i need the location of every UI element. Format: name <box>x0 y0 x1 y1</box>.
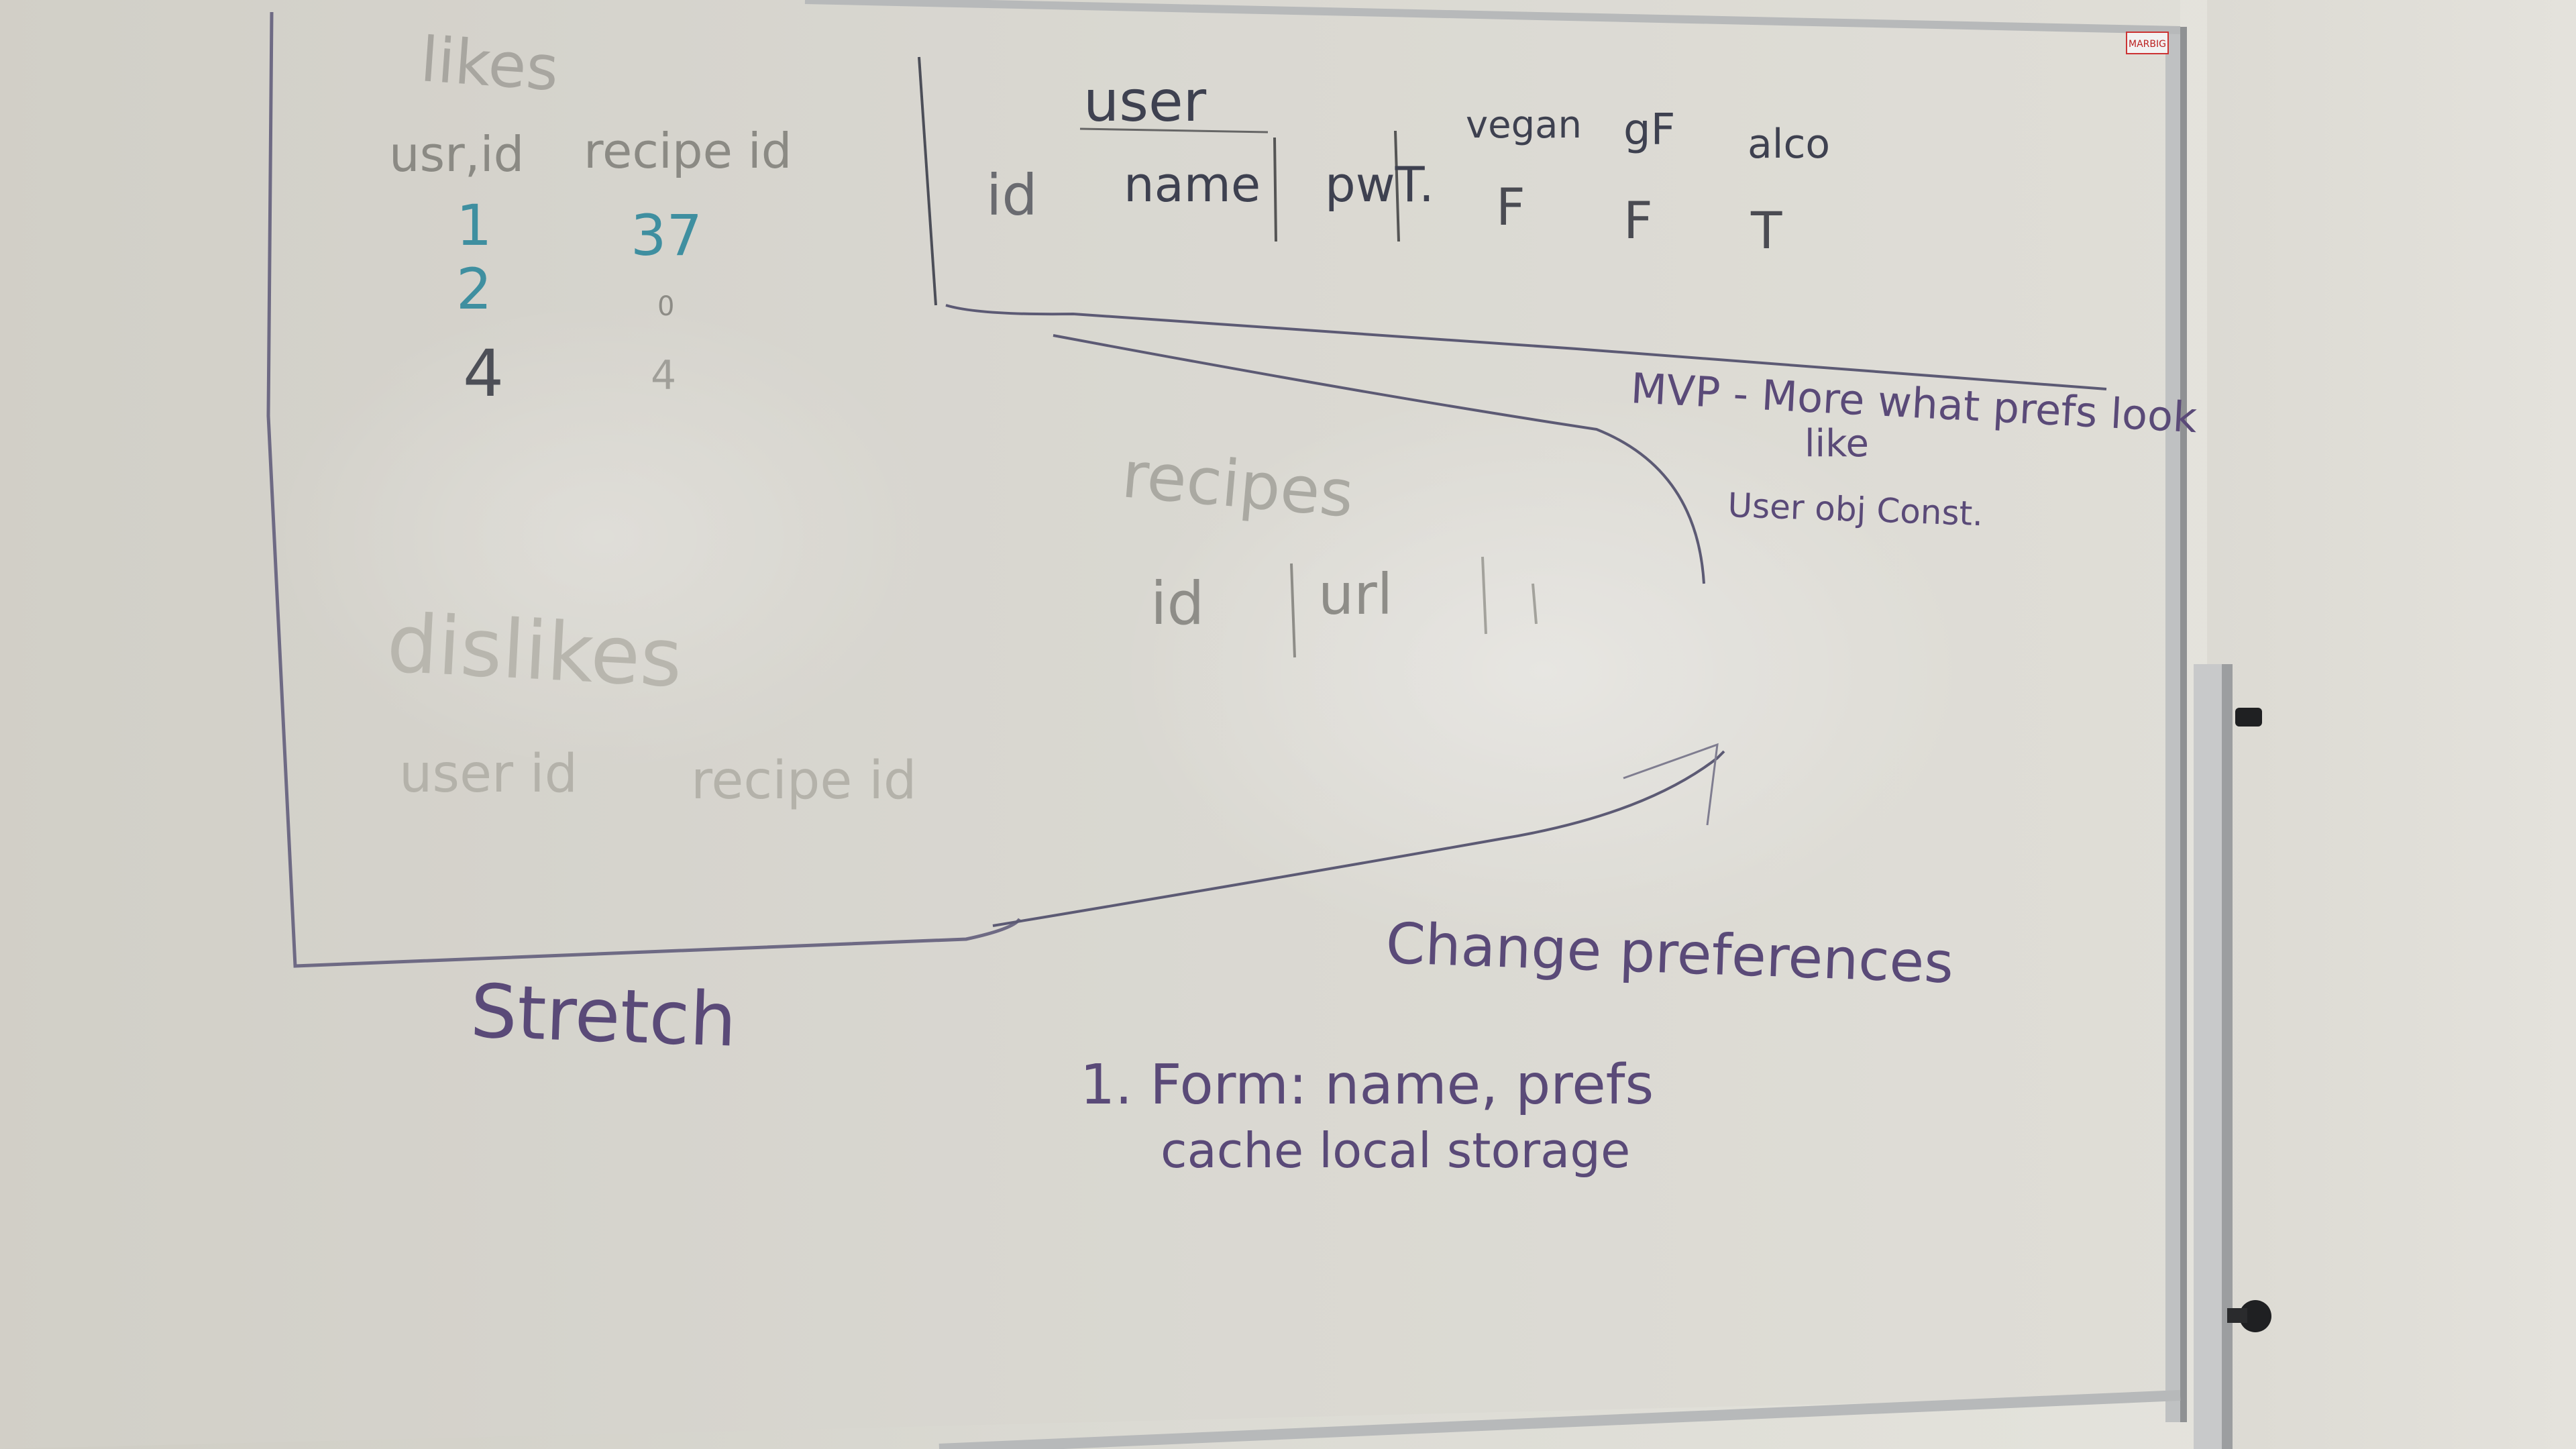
pref-value-vegan: F <box>1496 177 1525 237</box>
pref-label-vegan: vegan <box>1466 103 1582 147</box>
pref-value-gf: F <box>1623 191 1653 250</box>
wall <box>2207 0 2576 1449</box>
mvp-boundary-top <box>945 304 2107 390</box>
mvp-boundary-bottom <box>992 750 1725 927</box>
user-table-left-border <box>918 56 937 306</box>
pref-value-alco: T <box>1750 201 1782 260</box>
recipes-col-url: url <box>1318 561 1393 627</box>
dislikes-col-recipe-id: recipe id <box>691 751 916 811</box>
likes-col-recipe-id: recipe id <box>584 123 792 179</box>
likes-title: likes <box>418 23 561 105</box>
likes-row3-recipe: 4 <box>651 352 676 399</box>
likes-row1-recipe: 37 <box>631 203 702 268</box>
user-col-id: id <box>986 162 1038 228</box>
user-col-pw: pwT. <box>1325 156 1434 213</box>
pref-label-alco: alco <box>1748 121 1830 168</box>
brand-sticker <box>2126 32 2169 54</box>
mvp-note-line3: User obj Const. <box>1727 486 1984 533</box>
likes-row2-user: 2 <box>456 256 492 322</box>
brand-sticker-text: MARBIG <box>2129 39 2166 50</box>
todo-line2: cache local storage <box>1161 1122 1630 1179</box>
dislikes-title: dislikes <box>384 597 684 706</box>
clamp-knob-icon[interactable] <box>2235 708 2262 727</box>
todo-line1: 1. Form: name, prefs <box>1080 1053 1654 1117</box>
pref-label-gf: gF <box>1623 105 1675 155</box>
dislikes-col-user-id: user id <box>399 744 578 804</box>
user-table-title: user <box>1083 68 1207 134</box>
likes-row3-user: 4 <box>463 336 504 411</box>
stretch-label: Stretch <box>469 968 738 1063</box>
likes-col-user-id: usr,id <box>389 126 524 182</box>
likes-row2-recipe: 0 <box>657 291 674 322</box>
recipes-col-id: id <box>1150 569 1204 638</box>
user-col-name: name <box>1124 156 1260 213</box>
mvp-note-line2: like <box>1805 422 1869 466</box>
mvp-boundary-curve <box>1053 334 1705 584</box>
likes-row1-user: 1 <box>456 193 492 258</box>
